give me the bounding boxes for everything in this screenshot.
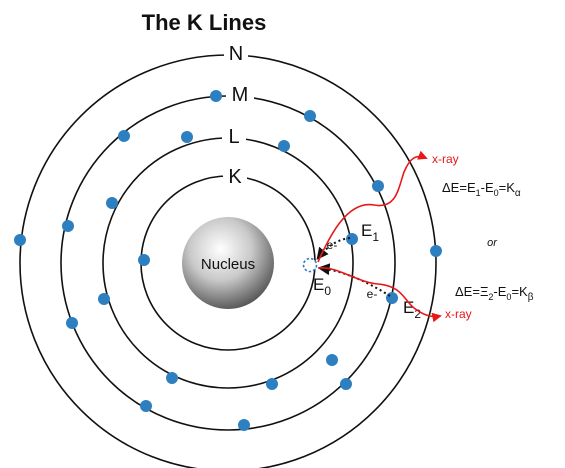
electron-label-beta: e- — [367, 287, 378, 301]
electron — [340, 378, 352, 390]
electron — [138, 254, 150, 266]
equation-k-alpha: ΔE=E1-E0=Kα — [442, 180, 521, 199]
electron — [430, 245, 442, 257]
shell-label-m: M — [232, 84, 249, 106]
nucleus-label: Nucleus — [201, 256, 255, 273]
electron — [238, 419, 250, 431]
xray-arrow-alpha — [317, 150, 428, 263]
electron — [106, 197, 118, 209]
electron — [140, 400, 152, 412]
energy-label-e0: E0 — [313, 275, 331, 298]
electron-label-alpha: e- — [327, 238, 338, 252]
nucleus — [182, 217, 274, 309]
electron — [210, 90, 222, 102]
or-label: or — [487, 237, 498, 249]
xray-label-alpha: x-ray — [432, 152, 459, 166]
shell-label-n: N — [229, 43, 243, 65]
electron — [278, 140, 290, 152]
electron — [372, 180, 384, 192]
shell-label-k: K — [228, 166, 242, 188]
xray-label-beta: x-ray — [445, 307, 472, 321]
electron — [118, 130, 130, 142]
shell-label-l: L — [228, 126, 239, 148]
electron — [346, 233, 358, 245]
electron — [66, 317, 78, 329]
electron — [98, 293, 110, 305]
electron — [166, 372, 178, 384]
energy-label-e2: E2 — [403, 298, 421, 321]
electron — [326, 354, 338, 366]
electron — [62, 220, 74, 232]
vacancy-hole — [302, 257, 318, 273]
diagram-title: The K Lines — [142, 10, 267, 35]
electron — [266, 378, 278, 390]
electron — [14, 234, 26, 246]
electrons — [14, 90, 442, 431]
xray-arrow-beta — [317, 267, 442, 323]
electron — [304, 110, 316, 122]
electron — [386, 292, 398, 304]
electron — [181, 131, 193, 143]
equation-k-beta: ΔE=Ξ2-E0=Kβ — [455, 284, 534, 303]
energy-label-e1: E1 — [361, 221, 379, 244]
